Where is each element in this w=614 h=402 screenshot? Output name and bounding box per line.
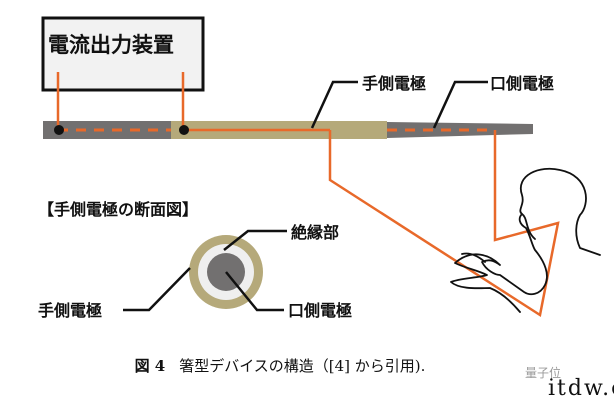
connector-dot-hand <box>179 125 189 135</box>
callout-cs-mouth <box>225 271 284 312</box>
watermark-brand: 量子位 <box>525 366 562 380</box>
current-path-hand <box>328 130 560 318</box>
current-output-device-box <box>41 16 205 92</box>
caption-text: 箸型デバイスの構造（[4] から引用). <box>179 357 426 375</box>
mouth-electrode-rear-segment <box>43 121 171 139</box>
watermark-domain: itdw.cn <box>548 376 614 401</box>
label-cs-hand-electrode: 手側電極 <box>38 301 102 320</box>
label-hand-electrode: 手側電極 <box>362 74 426 93</box>
cross-section-title: 【手側電極の断面図】 <box>38 200 198 219</box>
connector-dot-mouth <box>54 125 64 135</box>
figure-number: 図 4 <box>134 357 166 375</box>
label-insulation: 絶縁部 <box>291 223 339 242</box>
callout-hand-electrode <box>310 80 358 129</box>
label-cs-mouth-electrode: 口側電極 <box>288 301 352 320</box>
label-mouth-electrode: 口側電極 <box>490 74 554 93</box>
callout-insulation <box>223 229 287 251</box>
callout-cs-hand <box>123 267 191 312</box>
figure-caption: 図 4 箸型デバイスの構造（[4] から引用). <box>0 355 560 376</box>
human-figure-icon <box>450 167 601 313</box>
current-output-device-label: 電流出力装置 <box>48 33 174 57</box>
callout-mouth-electrode <box>432 80 488 129</box>
